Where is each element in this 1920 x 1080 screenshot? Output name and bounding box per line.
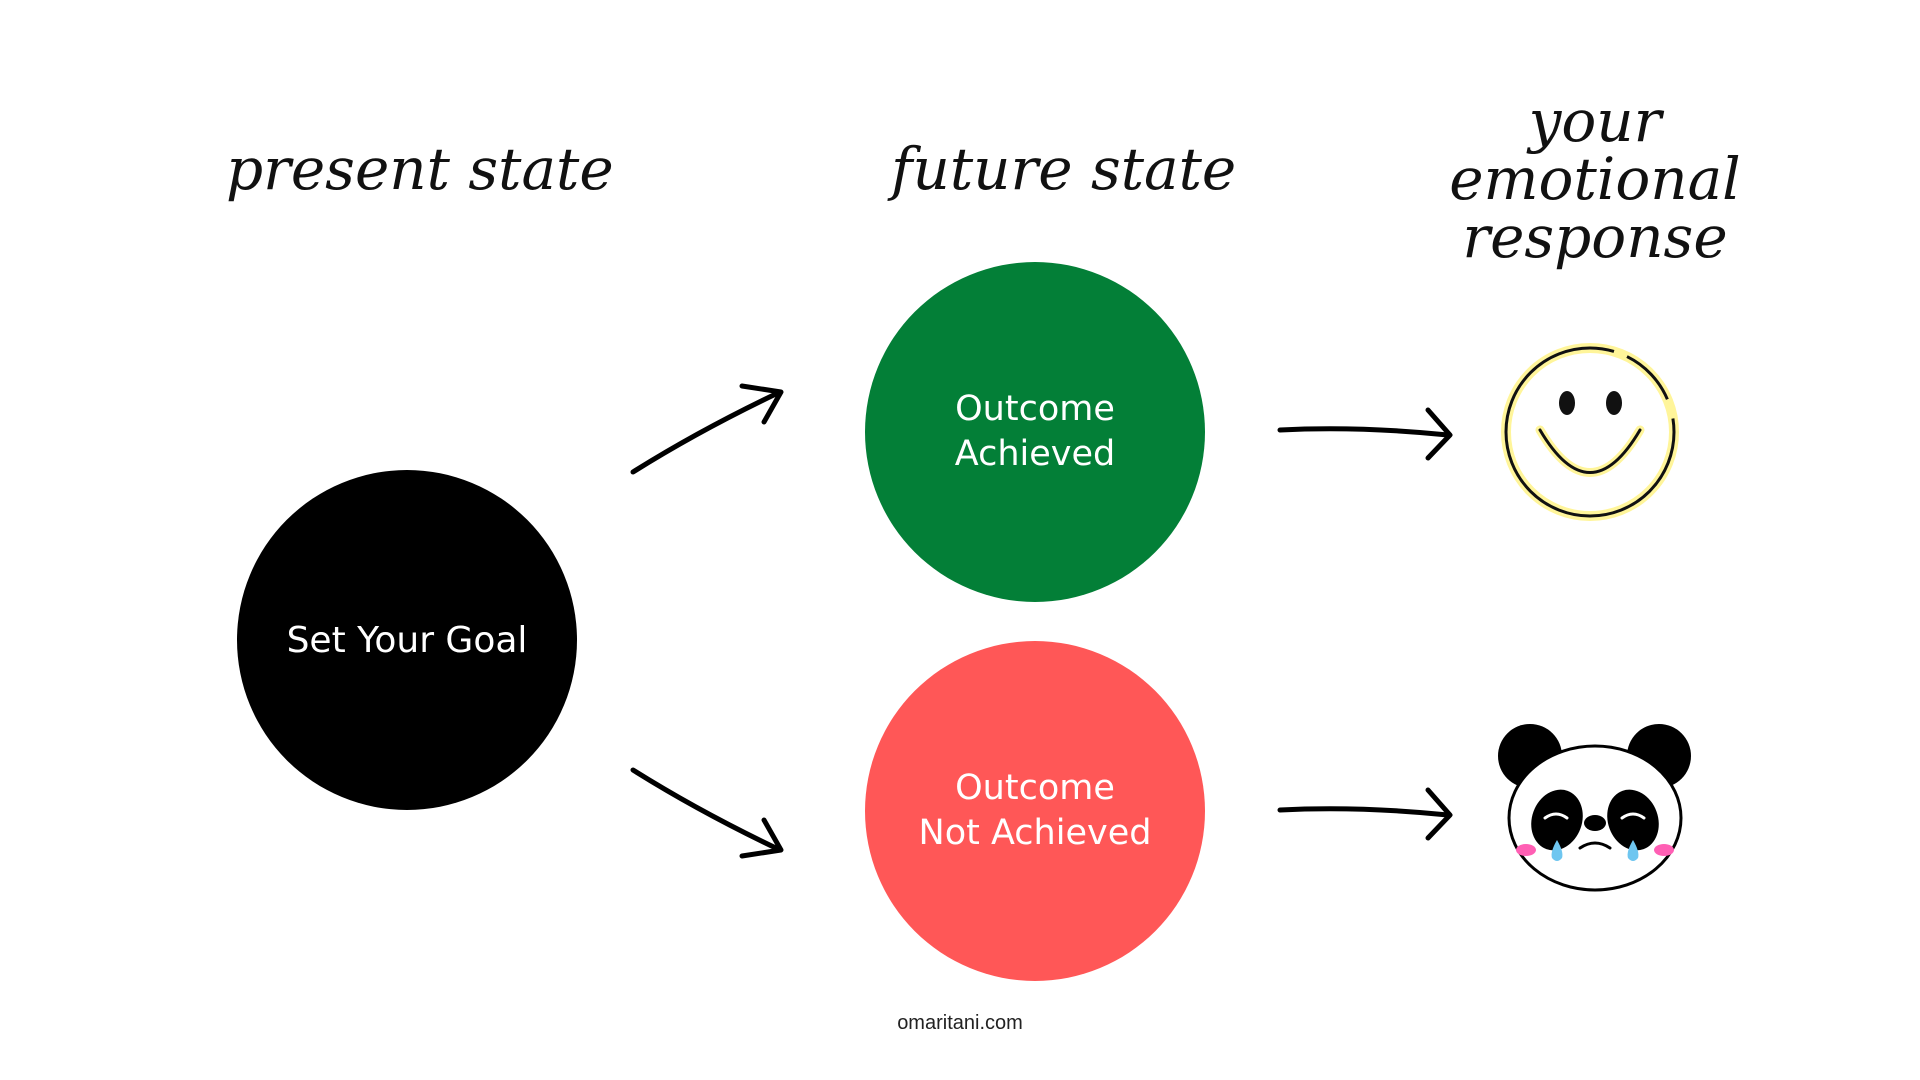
future-state-heading: future state: [891, 135, 1237, 203]
arrow-to-sad: [1277, 787, 1453, 841]
outcome-achieved-label-line-1: Outcome: [955, 389, 1115, 429]
outcome-achieved-node: Outcome Achieved: [865, 262, 1205, 602]
emotional-heading-line-3: response: [1462, 203, 1728, 271]
emotional-heading-line-2: emotional: [1449, 145, 1741, 213]
outcome-achieved-label-line-2: Achieved: [954, 434, 1116, 474]
arrow-to-achieved: [630, 383, 784, 475]
arrow-to-not-achieved: [630, 767, 784, 859]
smiley-face-icon: [1501, 343, 1679, 521]
arrow-to-happy: [1277, 407, 1453, 461]
outcome-not-achieved-label-line-2: Not Achieved: [918, 813, 1152, 853]
emotional-response-heading: your emotional response: [1430, 92, 1760, 266]
outcome-not-achieved-node: Outcome Not Achieved: [865, 641, 1205, 981]
footer-credit: omaritani.com: [897, 1012, 1023, 1034]
emotional-heading-line-1: your: [1528, 87, 1662, 155]
set-goal-label: Set Your Goal: [286, 619, 528, 661]
crying-panda-icon: [1498, 724, 1691, 892]
present-state-heading: present state: [226, 135, 614, 203]
outcome-not-achieved-label-line-1: Outcome: [955, 768, 1115, 808]
set-goal-node: Set Your Goal: [237, 470, 577, 810]
